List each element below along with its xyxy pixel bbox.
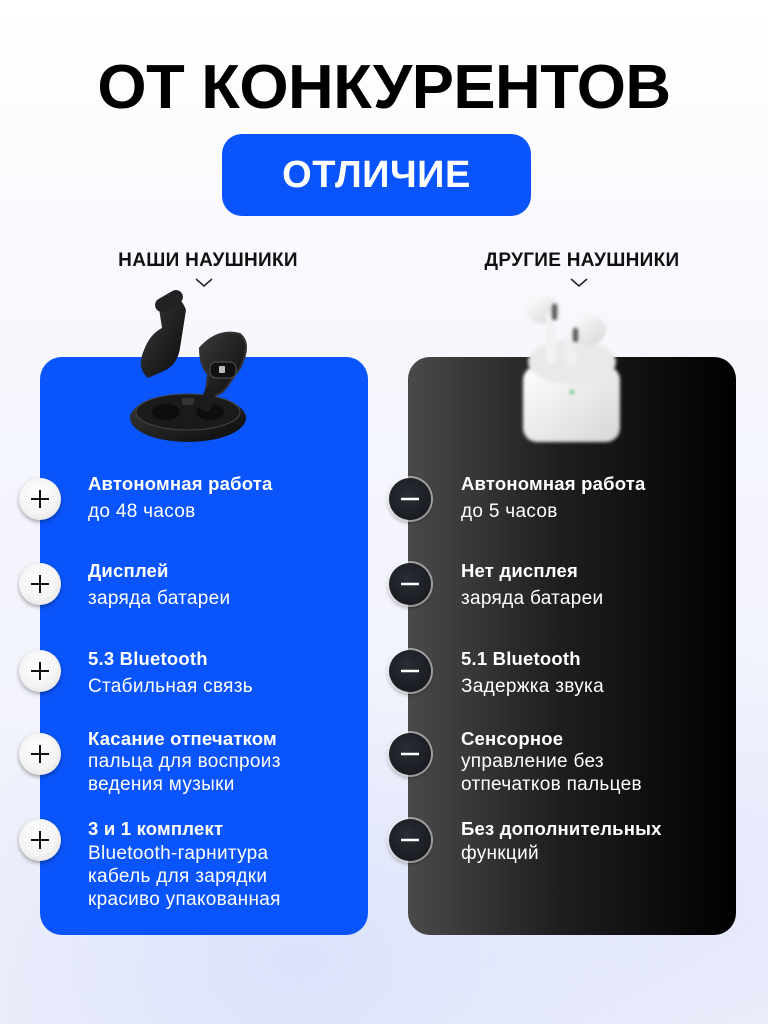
page-title: ОТ КОНКУРЕНТОВ [97, 53, 671, 122]
feature-title: Сенсорное [461, 728, 564, 749]
feature-description: заряда батареи [461, 588, 604, 609]
plus-badge [19, 478, 61, 520]
feature-description: заряда батареи [88, 588, 231, 609]
minus-icon [401, 582, 419, 586]
minus-badge [389, 733, 431, 775]
plus-icon [31, 490, 49, 508]
plus-badge [19, 819, 61, 861]
minus-badge [389, 650, 431, 692]
feature-description: пальца для воспроиз ведения музыки [88, 751, 281, 795]
our-features-card [40, 357, 368, 935]
other-headphones-label: ДРУГИЕ НАУШНИКИ [484, 250, 680, 271]
minus-icon [401, 752, 419, 756]
feature-title: 5.3 Bluetooth [88, 648, 208, 669]
feature-title: Касание отпечатком [88, 728, 277, 749]
our-earbuds-image [130, 290, 247, 442]
plus-badge [19, 563, 61, 605]
minus-badge [389, 478, 431, 520]
feature-title: Нет дисплея [461, 560, 578, 581]
plus-badge [19, 650, 61, 692]
chevron-down-icon [570, 278, 588, 287]
feature-title: Автономная работа [88, 473, 273, 494]
feature-title: 5.1 Bluetooth [461, 648, 581, 669]
feature-description: Bluetooth-гарнитура кабель для зарядки к… [88, 843, 281, 910]
feature-title: Автономная работа [461, 473, 646, 494]
minus-icon [401, 669, 419, 673]
minus-badge [389, 819, 431, 861]
feature-description: до 48 часов [88, 501, 196, 522]
feature-title: Без дополнительных [461, 818, 662, 839]
plus-icon [31, 831, 49, 849]
feature-title: 3 и 1 комплект [88, 818, 224, 839]
chevron-down-icon [195, 278, 213, 287]
feature-title: Дисплей [88, 560, 169, 581]
feature-description: до 5 часов [461, 501, 558, 522]
minus-icon [401, 497, 419, 501]
difference-badge-label: ОТЛИЧИЕ [282, 153, 471, 196]
feature-description: Стабильная связь [88, 676, 253, 697]
minus-icon [401, 838, 419, 842]
our-headphones-label: НАШИ НАУШНИКИ [118, 250, 298, 271]
plus-icon [31, 745, 49, 763]
other-earbuds-image [523, 296, 620, 442]
feature-description: функций [461, 843, 539, 864]
plus-icon [31, 662, 49, 680]
feature-description: Задержка звука [461, 676, 604, 697]
plus-badge [19, 733, 61, 775]
difference-badge: ОТЛИЧИЕ [222, 134, 531, 216]
feature-description: управление без отпечатков пальцев [461, 751, 642, 795]
plus-icon [31, 575, 49, 593]
minus-badge [389, 563, 431, 605]
competitor-features-card [408, 357, 736, 935]
